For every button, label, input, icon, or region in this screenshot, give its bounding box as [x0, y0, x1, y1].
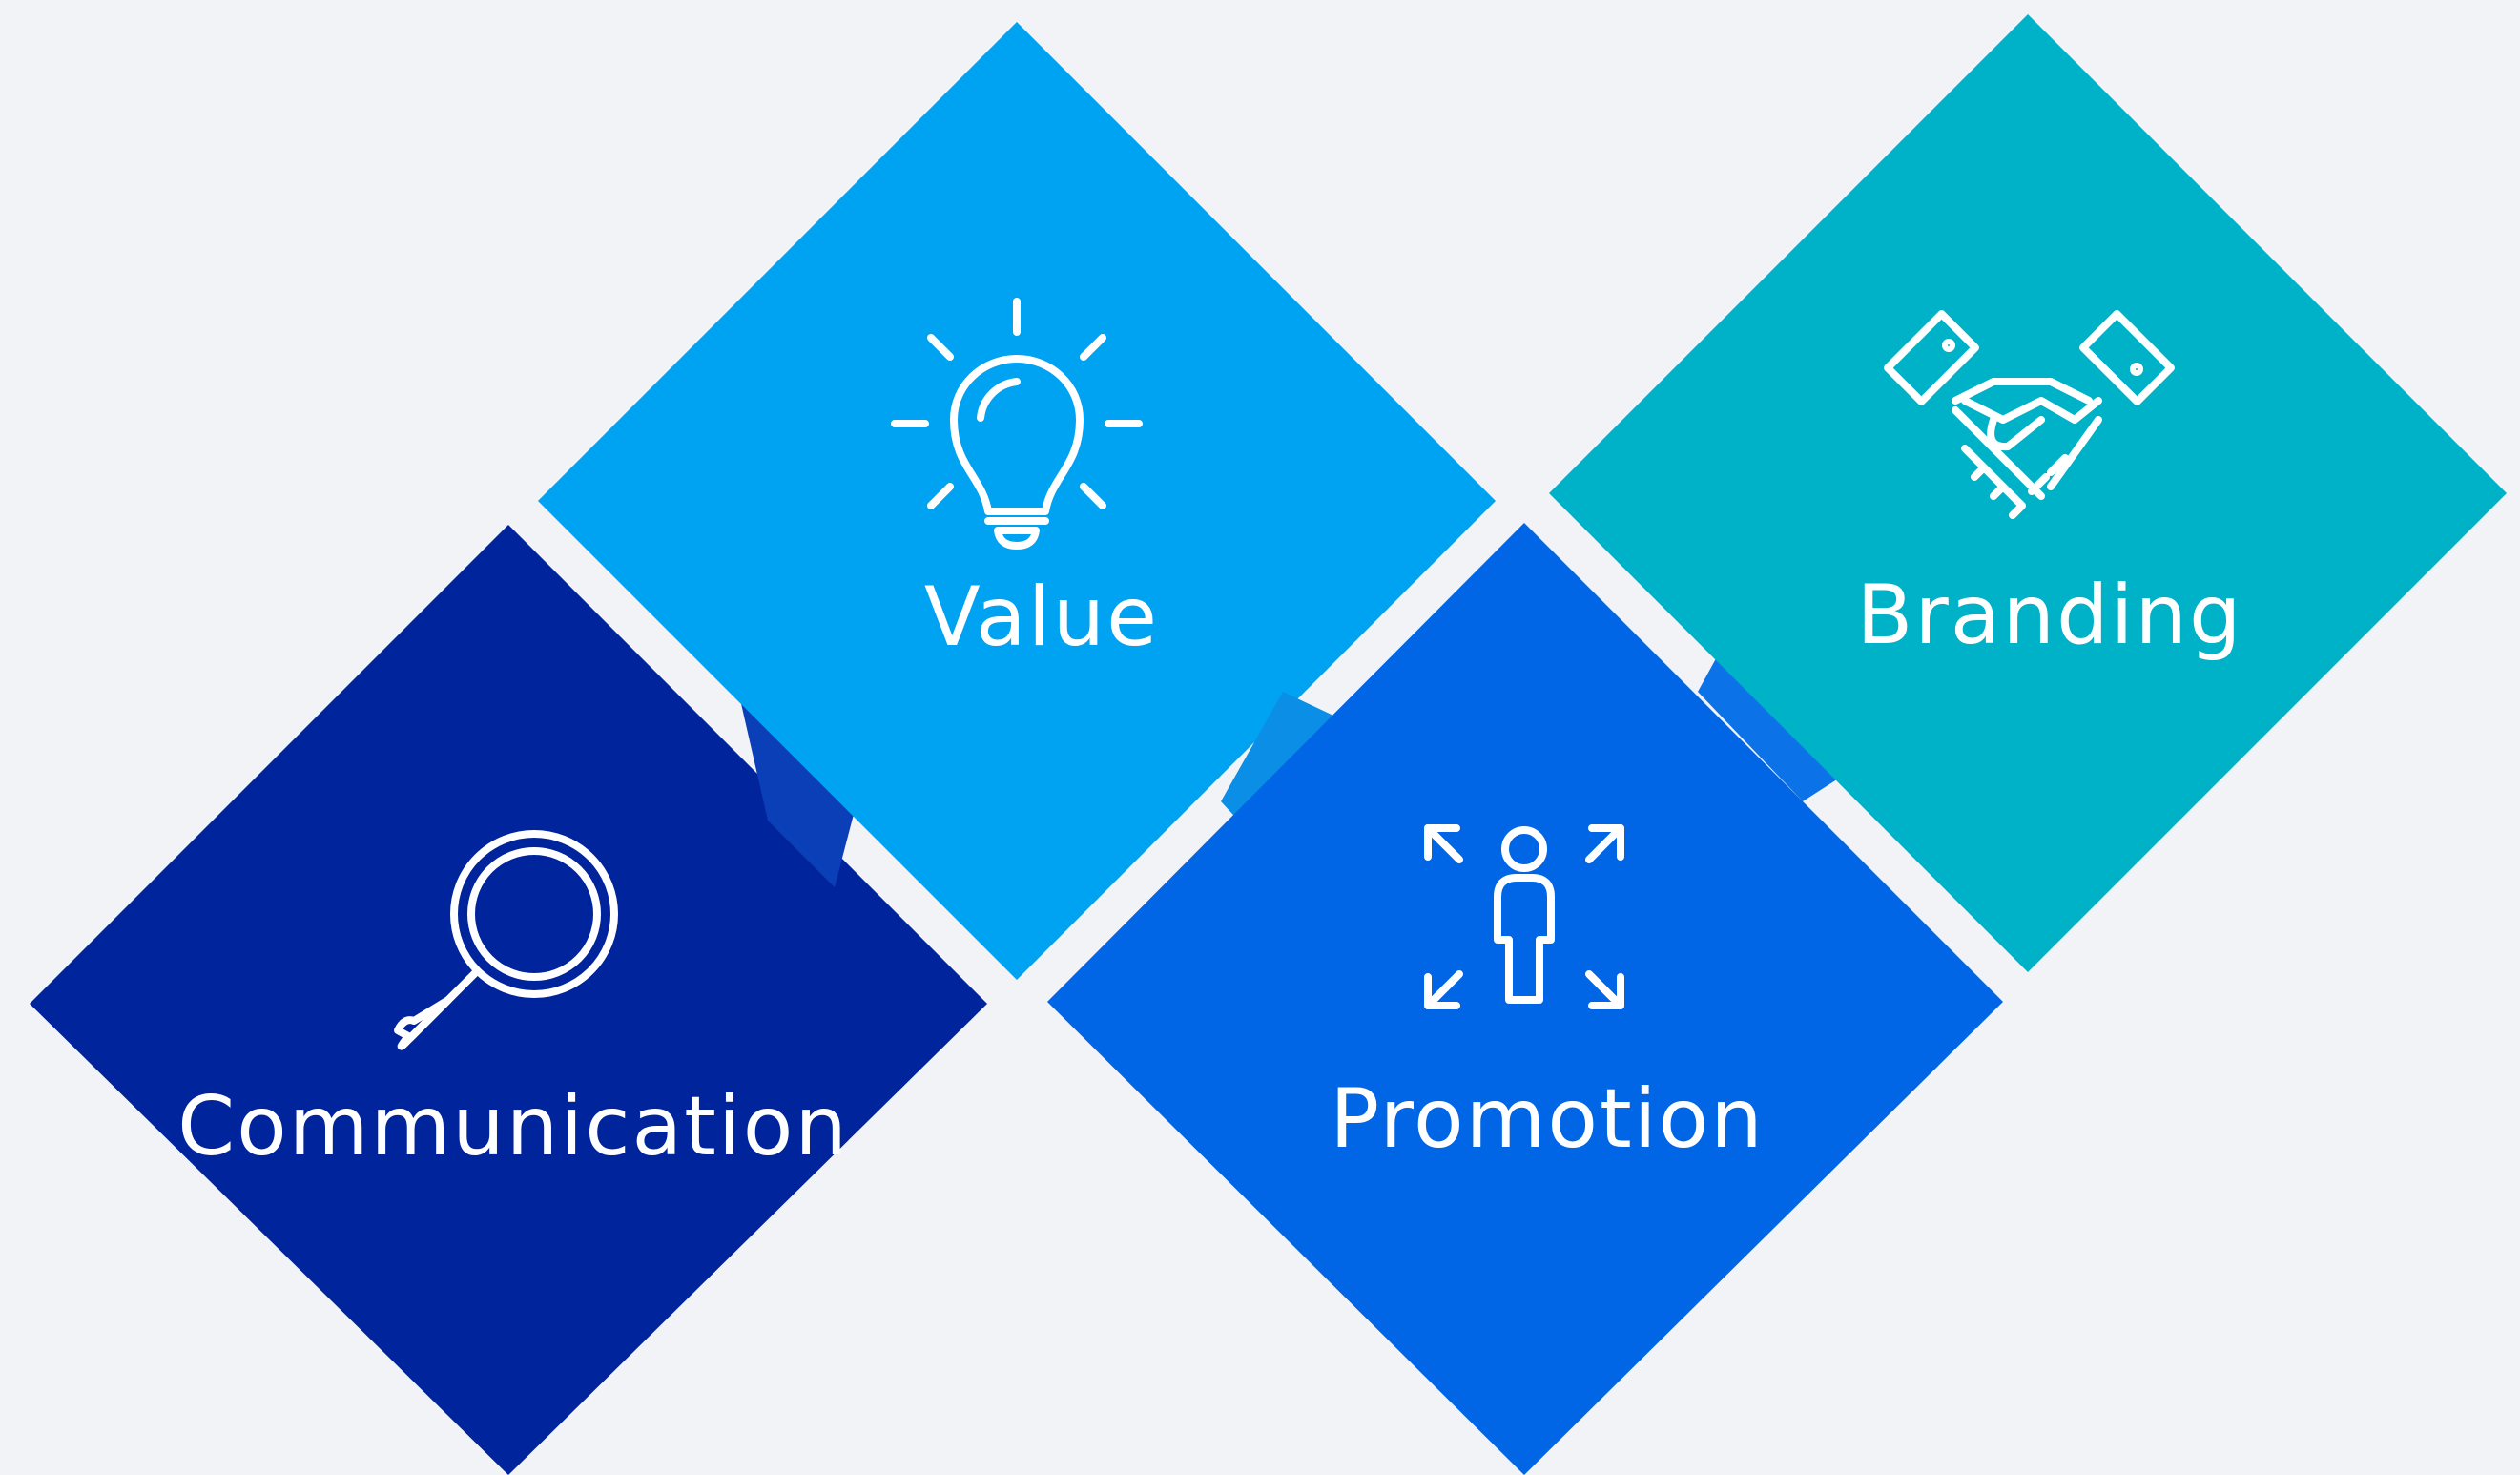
lightbulb-icon	[891, 298, 1143, 550]
communication-diamond	[30, 525, 987, 1475]
magnifier-icon	[394, 830, 618, 1050]
value-label: Value	[924, 570, 1159, 665]
person-expand-icon	[1424, 824, 1624, 1009]
communication-label: Communication	[177, 1079, 849, 1174]
promotion-label: Promotion	[1330, 1071, 1765, 1167]
handshake-icon	[1884, 310, 2175, 519]
branding-diamond	[1549, 14, 2507, 972]
branding-label: Branding	[1856, 568, 2242, 663]
